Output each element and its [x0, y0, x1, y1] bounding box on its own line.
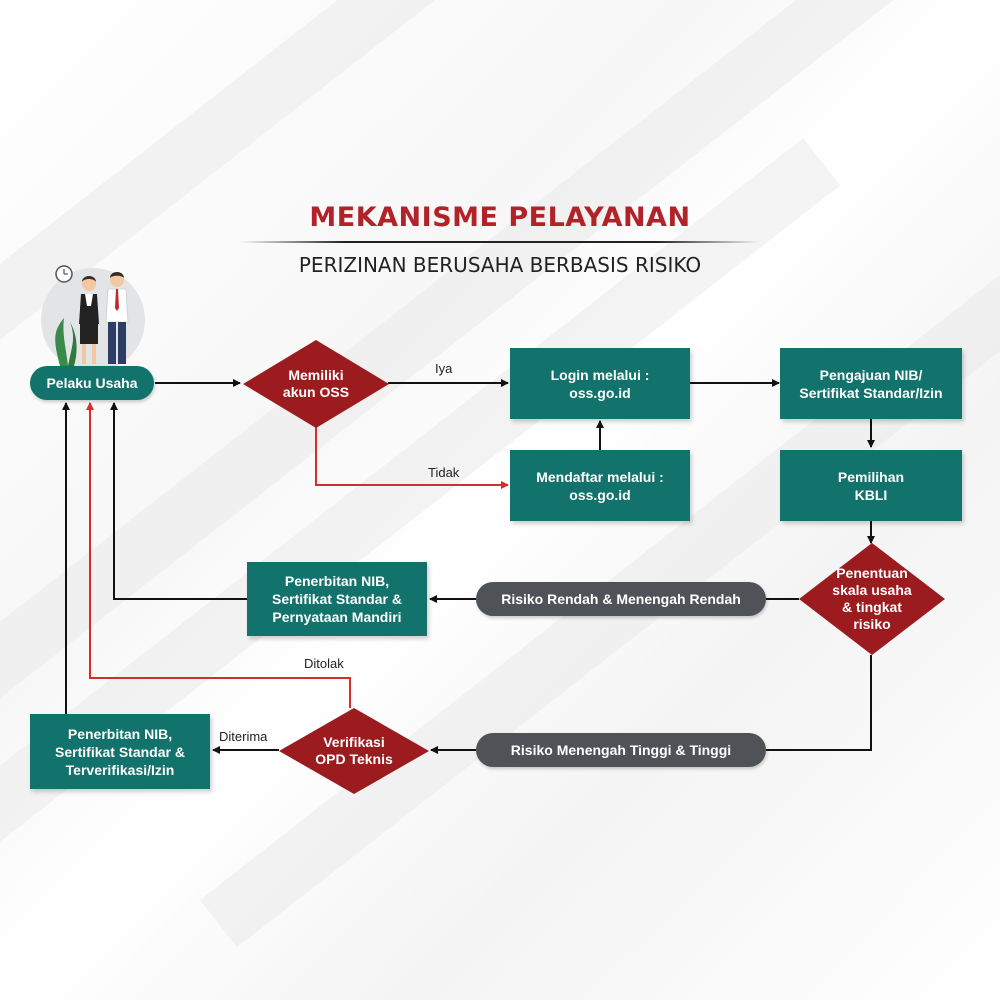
edge-penentuan-to-tinggi	[766, 655, 872, 751]
label-iya: Iya	[435, 361, 453, 376]
verifikasi-decision[interactable]: Verifikasi OPD Teknis	[279, 708, 429, 794]
verifikasi-label: Verifikasi OPD Teknis	[315, 734, 393, 767]
login-label: Login melalui : oss.go.id	[550, 366, 650, 401]
memiliki-akun-decision[interactable]: Memiliki akun OSS	[243, 340, 389, 428]
label-tidak: Tidak	[428, 465, 460, 480]
penerbitan-terverifikasi-label: Penerbitan NIB, Sertifikat Standar & Ter…	[55, 725, 185, 778]
pemilihan-kbli-label: Pemilihan KBLI	[837, 468, 905, 503]
risiko-tinggi-label: Risiko Menengah Tinggi & Tinggi	[510, 742, 732, 758]
penerbitan-terverifikasi-node[interactable]: Penerbitan NIB, Sertifikat Standar & Ter…	[30, 714, 210, 789]
page-subtitle: PERIZINAN BERUSAHA BERBASIS RISIKO	[298, 253, 702, 277]
risiko-rendah-label: Risiko Rendah & Menengah Rendah	[501, 591, 741, 607]
label-diterima: Diterima	[219, 729, 268, 744]
mendaftar-node[interactable]: Mendaftar melalui : oss.go.id	[510, 450, 690, 521]
title-divider	[240, 241, 760, 243]
login-node[interactable]: Login melalui : oss.go.id	[510, 348, 690, 419]
penerbitan-mandiri-label: Penerbitan NIB, Sertifikat Standar & Per…	[272, 573, 402, 625]
pengajuan-label: Pengajuan NIB/ Sertifikat Standar/Izin	[799, 366, 943, 401]
edge-tidak	[315, 426, 509, 489]
penentuan-risiko-decision[interactable]: Penentuan skala usaha & tingkat risiko	[799, 543, 945, 655]
pengajuan-node[interactable]: Pengajuan NIB/ Sertifikat Standar/Izin	[780, 348, 962, 419]
risiko-rendah-pill[interactable]: Risiko Rendah & Menengah Rendah	[476, 582, 766, 616]
edge-mandiri-to-pelaku	[110, 402, 247, 600]
page-title: MEKANISME PELAYANAN	[309, 202, 691, 233]
penerbitan-mandiri-node[interactable]: Penerbitan NIB, Sertifikat Standar & Per…	[247, 562, 427, 636]
business-people-icon	[41, 265, 145, 372]
edge-ditolak	[86, 402, 351, 708]
label-ditolak: Ditolak	[304, 656, 344, 671]
pemilihan-kbli-node[interactable]: Pemilihan KBLI	[780, 450, 962, 521]
mendaftar-label: Mendaftar melalui : oss.go.id	[536, 468, 664, 503]
pelaku-usaha-node[interactable]: Pelaku Usaha	[30, 366, 154, 400]
risiko-tinggi-pill[interactable]: Risiko Menengah Tinggi & Tinggi	[476, 733, 766, 767]
memiliki-akun-label: Memiliki akun OSS	[282, 367, 350, 400]
penentuan-risiko-label: Penentuan skala usaha & tingkat risiko	[832, 565, 912, 632]
pelaku-usaha-label: Pelaku Usaha	[46, 375, 138, 391]
